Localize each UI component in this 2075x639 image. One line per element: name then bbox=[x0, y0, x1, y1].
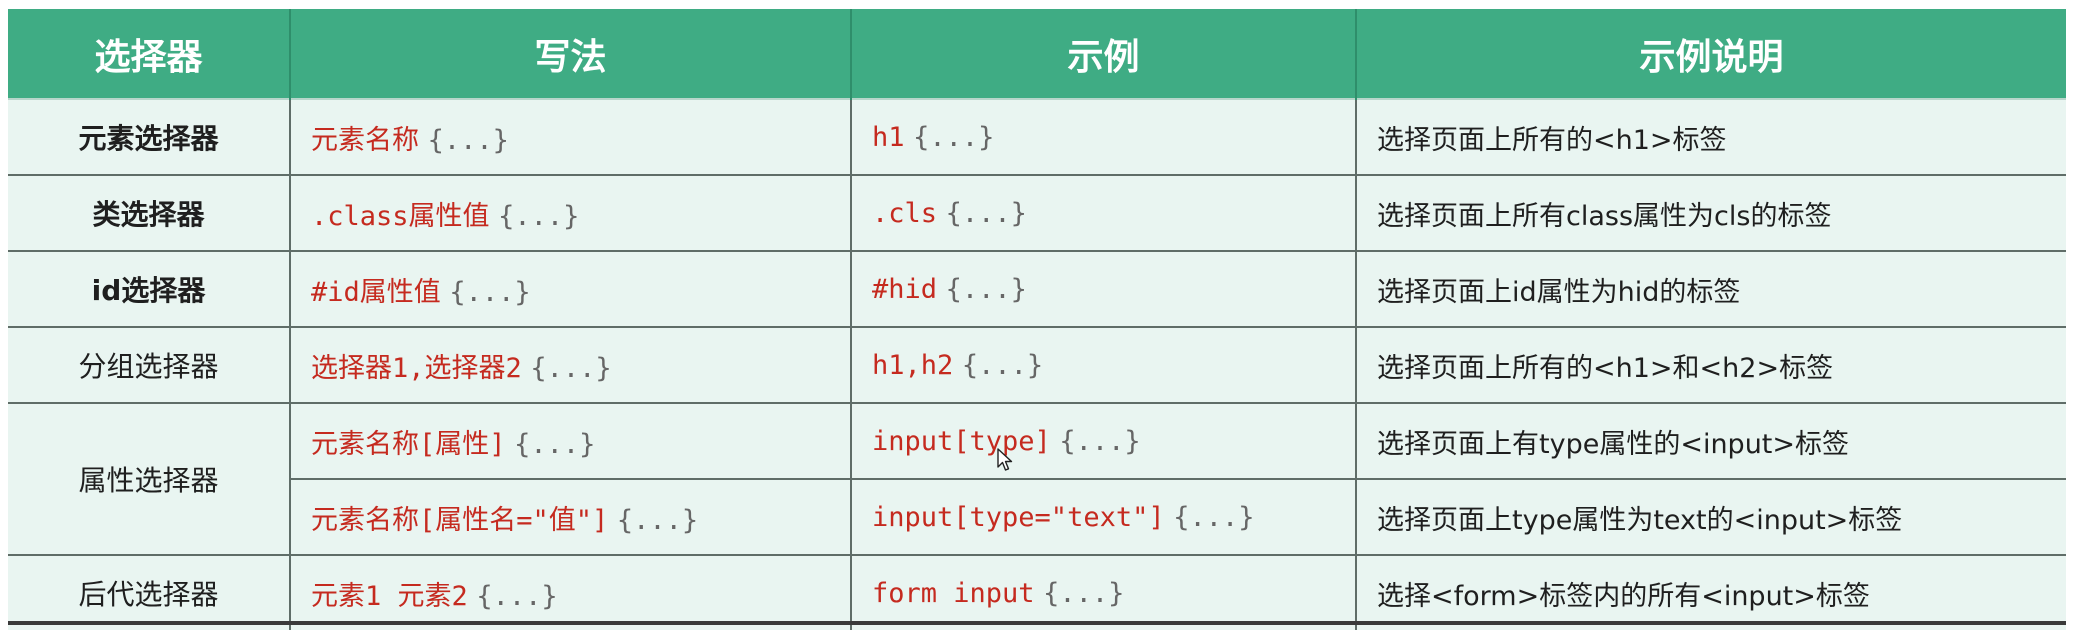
header-row: 选择器 写法 示例 示例说明 bbox=[8, 9, 2066, 99]
braces: {...} bbox=[498, 200, 580, 232]
example-code: input[type] bbox=[872, 425, 1051, 457]
example-code: h1 bbox=[872, 121, 905, 153]
braces: {...} bbox=[514, 428, 596, 460]
selector-name: 元素选择器 bbox=[8, 98, 290, 175]
syntax-cell: #id属性值 {...} bbox=[289, 250, 851, 327]
example-cell: #hid {...} bbox=[850, 250, 1356, 327]
example-cell: h1,h2 {...} bbox=[850, 326, 1356, 403]
mouse-pointer-icon bbox=[997, 448, 1013, 471]
selector-name: id选择器 bbox=[8, 250, 290, 327]
selector-name: 类选择器 bbox=[8, 174, 290, 251]
selector-name: 后代选择器 bbox=[8, 554, 290, 630]
header-selector: 选择器 bbox=[8, 9, 290, 99]
example-cell: form input {...} bbox=[850, 554, 1356, 630]
braces: {...} bbox=[427, 124, 509, 156]
example-cell: .cls {...} bbox=[850, 174, 1356, 251]
braces: {...} bbox=[913, 121, 995, 153]
syntax-cell: .class属性值 {...} bbox=[289, 174, 851, 251]
braces: {...} bbox=[476, 580, 558, 612]
table-row: 元素名称[属性名="值"] {...} input[type="text"] {… bbox=[8, 478, 2066, 555]
header-example: 示例 bbox=[850, 9, 1356, 99]
table-row: 类选择器 .class属性值 {...} .cls {...} 选择页面上所有c… bbox=[8, 174, 2066, 251]
syntax-code: .class属性值 bbox=[311, 200, 490, 232]
example-code: h1,h2 bbox=[872, 349, 954, 381]
braces: {...} bbox=[1173, 501, 1255, 533]
braces: {...} bbox=[945, 273, 1027, 305]
syntax-cell: 元素1 元素2 {...} bbox=[289, 554, 851, 630]
selector-table: 选择器 写法 示例 示例说明 元素选择器 元素名称 {...} h1 {...}… bbox=[8, 9, 2066, 630]
description-cell: 选择页面上type属性为text的<input>标签 bbox=[1355, 478, 2066, 555]
header-syntax: 写法 bbox=[289, 9, 851, 99]
example-code: form input bbox=[872, 577, 1035, 609]
syntax-code: 元素1 元素2 bbox=[311, 580, 468, 612]
syntax-code: 元素名称[属性名="值"] bbox=[311, 504, 609, 536]
example-code: input[type="text"] bbox=[872, 501, 1165, 533]
description-cell: 选择页面上所有的<h1>和<h2>标签 bbox=[1355, 326, 2066, 403]
table-row: 后代选择器 元素1 元素2 {...} form input {...} 选择<… bbox=[8, 554, 2066, 630]
selector-name: 分组选择器 bbox=[8, 326, 290, 403]
syntax-code: #id属性值 bbox=[311, 276, 441, 308]
syntax-cell: 元素名称[属性名="值"] {...} bbox=[289, 478, 851, 555]
example-cell: input[type="text"] {...} bbox=[850, 478, 1356, 555]
description-cell: 选择<form>标签内的所有<input>标签 bbox=[1355, 554, 2066, 630]
example-code: .cls bbox=[872, 197, 938, 229]
syntax-code: 元素名称 bbox=[311, 124, 419, 156]
table-row: 分组选择器 选择器1,选择器2 {...} h1,h2 {...} 选择页面上所… bbox=[8, 326, 2066, 403]
table-bottom-border bbox=[8, 621, 2066, 625]
syntax-code: 元素名称[属性] bbox=[311, 428, 506, 460]
selector-name: 属性选择器 bbox=[8, 402, 290, 555]
syntax-cell: 元素名称[属性] {...} bbox=[289, 402, 851, 479]
description-cell: 选择页面上id属性为hid的标签 bbox=[1355, 250, 2066, 327]
braces: {...} bbox=[945, 197, 1027, 229]
example-cell: h1 {...} bbox=[850, 98, 1356, 175]
header-description: 示例说明 bbox=[1355, 9, 2066, 99]
example-code: #hid bbox=[872, 273, 938, 305]
table-row: 属性选择器 元素名称[属性] {...} input[type] {...} 选… bbox=[8, 402, 2066, 555]
description-cell: 选择页面上所有class属性为cls的标签 bbox=[1355, 174, 2066, 251]
example-cell: input[type] {...} bbox=[850, 402, 1356, 479]
syntax-cell: 元素名称 {...} bbox=[289, 98, 851, 175]
syntax-cell: 选择器1,选择器2 {...} bbox=[289, 326, 851, 403]
syntax-code: 选择器1,选择器2 bbox=[311, 352, 522, 384]
braces: {...} bbox=[616, 504, 699, 536]
description-cell: 选择页面上有type属性的<input>标签 bbox=[1355, 402, 2066, 479]
braces: {...} bbox=[530, 352, 612, 384]
braces: {...} bbox=[961, 349, 1044, 381]
braces: {...} bbox=[449, 276, 531, 308]
braces: {...} bbox=[1059, 425, 1141, 457]
braces: {...} bbox=[1043, 577, 1125, 609]
table-row: id选择器 #id属性值 {...} #hid {...} 选择页面上id属性为… bbox=[8, 250, 2066, 327]
table-row: 元素选择器 元素名称 {...} h1 {...} 选择页面上所有的<h1>标签 bbox=[8, 98, 2066, 175]
description-cell: 选择页面上所有的<h1>标签 bbox=[1355, 98, 2066, 175]
